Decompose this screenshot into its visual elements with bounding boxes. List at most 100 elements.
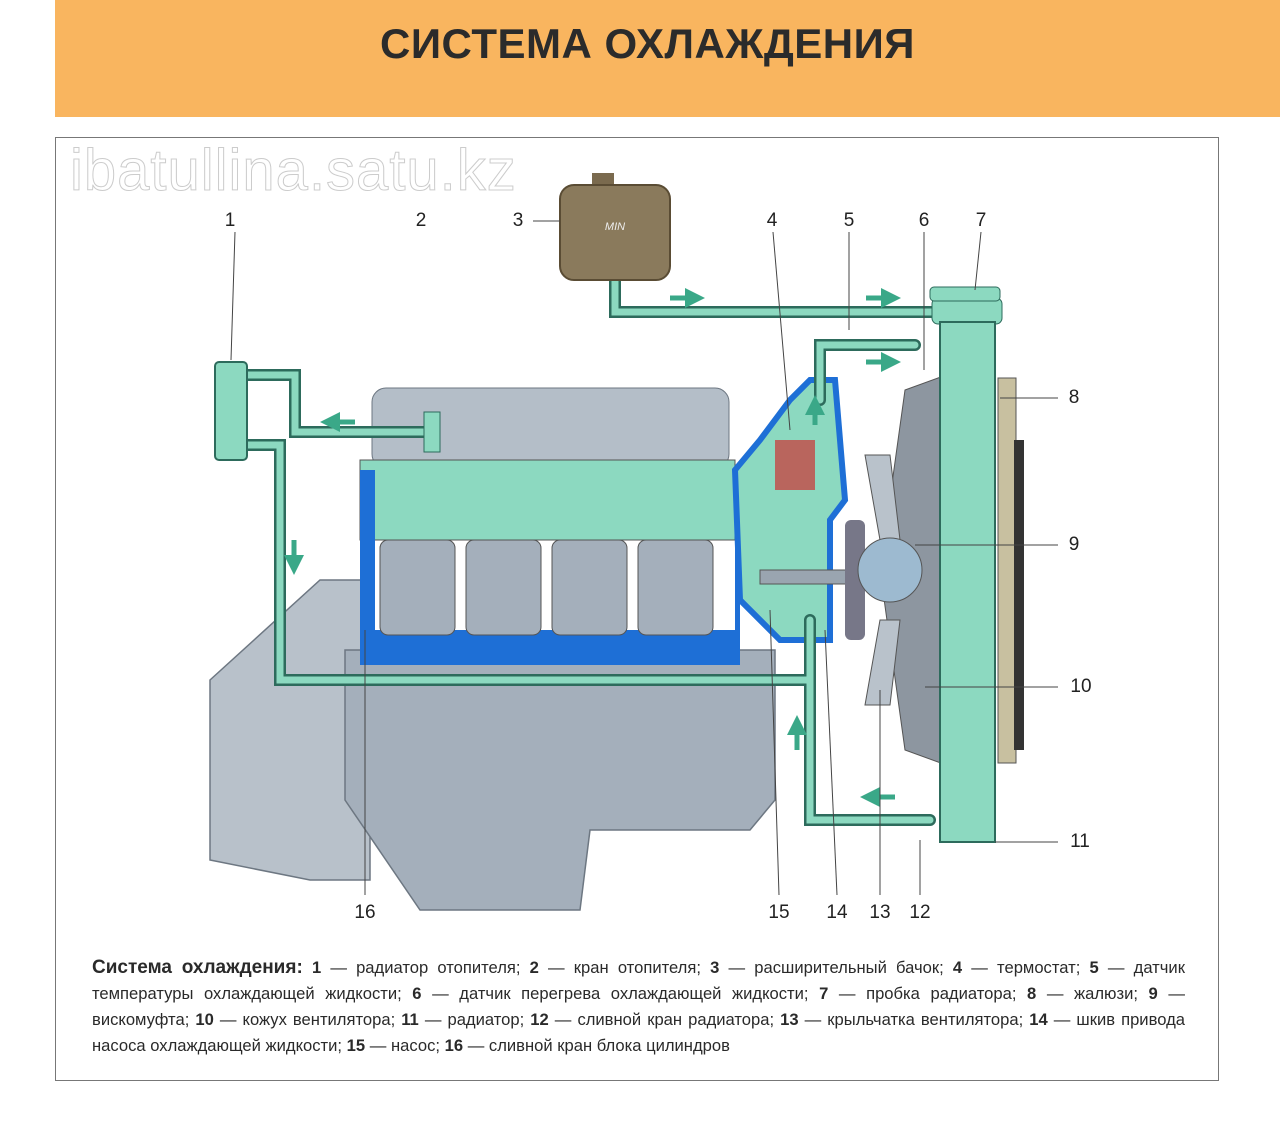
caption-item: 5 — датчик температуры охлаждающей жидко… [92,958,1185,1003]
caption-item-number: 12 [530,1010,549,1029]
caption-item: 10 — кожух вентилятора; [189,1010,395,1029]
caption-item-number: 3 [710,958,720,977]
label-10: 10 [1070,676,1092,697]
caption-item-text: расширительный бачок; [754,958,944,977]
heater-tap [423,411,441,453]
caption-item: 2 — кран отопителя; [521,958,701,977]
caption-dash: — [554,1010,572,1029]
label-6: 6 [918,210,930,231]
label-14: 14 [826,902,848,923]
caption-dash: — [728,958,746,977]
pulley [845,520,865,640]
caption-item-text: датчик температуры охлаждающей жидкости; [92,958,1185,1003]
caption-item: 15 — насос; [342,1036,440,1055]
label-2: 2 [415,210,427,231]
caption-item-number: 8 [1027,984,1037,1003]
caption-item-number: 1 [311,958,322,977]
caption-dash: — [548,958,565,977]
caption-dash: — [432,984,449,1003]
caption-item-number: 13 [780,1010,799,1029]
caption-item-text: пробка радиатора; [866,984,1017,1003]
caption-dash: — [330,958,347,977]
diagram-frame [55,137,1219,1081]
label-4: 4 [766,210,778,231]
caption-dash: — [1168,984,1185,1003]
caption-item-number: 4 [952,958,963,977]
leader-lines [230,220,1058,896]
heater-radiator [214,361,248,461]
caption-item: 13 — крыльчатка вентилятора; [774,1010,1023,1029]
caption-item: 1 — радиатор отопителя; [312,958,521,977]
label-9: 9 [1068,534,1080,555]
pump-thermostat-housing [731,377,865,643]
caption-item: 9 — вискомуфта; [92,984,1185,1029]
label-1: 1 [224,210,236,231]
caption-item: 14 — шкив привода насоса охлаждающей жид… [92,1010,1185,1055]
caption-item: 16 — сливной кран блока цилиндров [440,1036,730,1055]
caption-item-text: кран отопителя; [573,958,701,977]
caption-item-number: 5 [1089,958,1099,977]
caption-dash: — [1107,958,1125,977]
label-12: 12 [909,902,931,923]
caption-item-text: сливной кран блока цилиндров [488,1036,730,1055]
label-5: 5 [843,210,855,231]
caption-dash: — [971,958,988,977]
caption-item-number: 14 [1029,1010,1048,1029]
caption-item-number: 7 [819,984,829,1003]
caption-item-text: вискомуфта; [92,1010,190,1029]
caption-item-text: радиатор отопителя; [356,958,521,977]
caption-item: 4 — термостат; [944,958,1081,977]
caption-item-text: радиатор; [447,1010,525,1029]
caption-item: 3 — расширительный бачок; [701,958,944,977]
caption-dash: — [369,1036,387,1055]
figure-caption: Система охлаждения: 1 — радиатор отопите… [92,955,1185,1059]
caption-item-text: жалюзи; [1074,984,1138,1003]
label-11: 11 [1070,831,1090,852]
engine-block [209,387,776,911]
caption-dash: — [219,1010,237,1029]
caption-item-number: 10 [195,1010,214,1029]
label-8: 8 [1068,387,1080,408]
flow-arrows [284,288,901,807]
caption-dash: — [838,984,856,1003]
caption-item-text: крыльчатка вентилятора; [827,1010,1024,1029]
caption-item-number: 9 [1148,984,1158,1003]
caption-item-text: датчик перегрева охлаждающей жидкости; [459,984,809,1003]
thermostat [775,440,815,490]
tank-min-marking: MIN [605,221,625,233]
caption-dash: — [424,1010,442,1029]
caption-item: 8 — жалюзи; [1016,984,1138,1003]
caption-item: 11 — радиатор; [395,1010,524,1029]
caption-dash: — [1053,1010,1071,1029]
caption-item-number: 2 [529,958,539,977]
caption-title: Система охлаждения: [92,957,303,978]
caption-item: 6 — датчик перегрева охлаждающей жидкост… [402,984,809,1003]
caption-item: 12 — сливной кран радиатора; [524,1010,774,1029]
caption-dash: — [467,1036,485,1055]
caption-item-text: сливной кран радиатора; [577,1010,775,1029]
caption-item-number: 11 [401,1010,419,1029]
label-15: 15 [768,902,790,923]
caption-item-number: 16 [444,1036,464,1055]
label-16: 16 [354,902,376,923]
radiator [929,286,1024,843]
caption-dash: — [804,1010,822,1029]
caption-item-text: шкив привода насоса охлаждающей жидкости… [92,1010,1185,1055]
label-3: 3 [512,210,524,231]
expansion-tank [559,173,671,281]
header-banner: СИСТЕМА ОХЛАЖДЕНИЯ [55,0,1280,117]
page-title: СИСТЕМА ОХЛАЖДЕНИЯ [380,20,915,67]
label-13: 13 [869,902,891,923]
caption-item: 7 — пробка радиатора; [809,984,1017,1003]
caption-items: 1 — радиатор отопителя; 2 — кран отопите… [92,958,1185,1055]
caption-item-text: термостат; [997,958,1081,977]
label-7: 7 [975,210,987,231]
caption-dash: — [1046,984,1064,1003]
water-jacket [359,459,740,665]
watermark: ibatullina.satu.kz [70,138,517,203]
caption-item-number: 6 [412,984,422,1003]
caption-item-text: кожух вентилятора; [242,1010,396,1029]
fan [857,454,923,706]
caption-item-number: 15 [346,1036,366,1055]
